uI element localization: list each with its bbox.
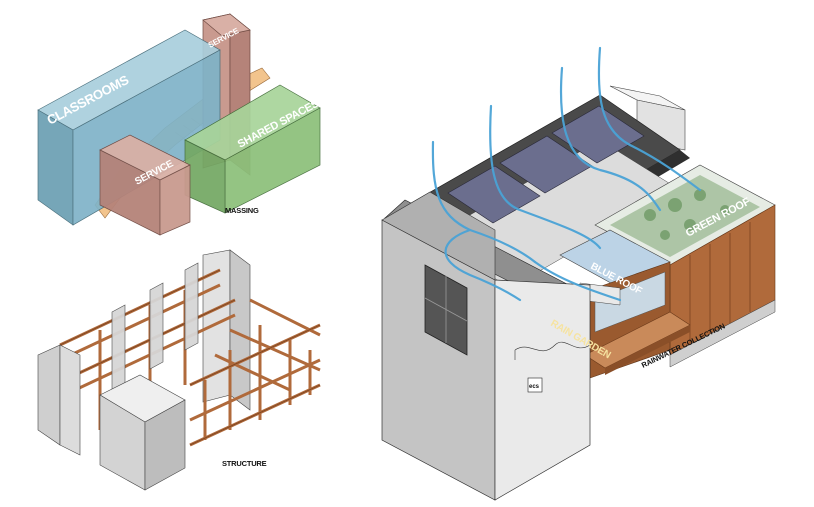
window — [424, 264, 468, 356]
shared-spaces-volume — [184, 84, 321, 214]
massing-caption: MASSING — [225, 206, 259, 215]
shear-wall-fins — [111, 262, 199, 393]
structure-caption: STRUCTURE — [222, 459, 267, 468]
service-front-volume — [99, 134, 191, 236]
rainwater-building: ecs GREEN ROOF BLUE ROOF RAIN GARDEN RAI… — [381, 46, 776, 501]
logo-text: ecs — [529, 384, 540, 390]
rain-garden-planter — [584, 311, 691, 375]
downspout-lines — [514, 341, 591, 360]
massing-diagram: CLASSROOMS SERVICE SERVICE SHARED SPACES… — [37, 13, 321, 236]
structure-front-walls — [37, 344, 186, 491]
green-roof-volume — [594, 164, 776, 368]
rainwater-flow-lines — [431, 46, 702, 302]
ecs-logo: ecs — [527, 377, 543, 393]
structure-diagram: STRUCTURE — [37, 249, 321, 491]
